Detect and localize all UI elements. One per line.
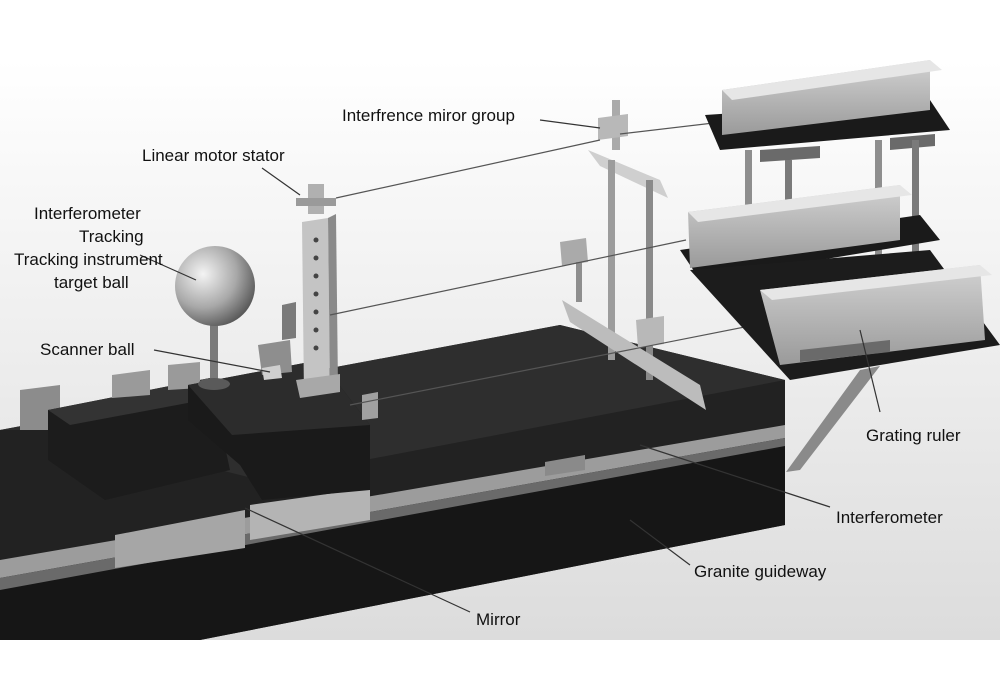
mirror-plate (115, 510, 245, 568)
interferometer-label: Interferometer (836, 508, 943, 527)
tracking-target-ball (175, 246, 255, 390)
mirror-plate-2 (250, 488, 370, 540)
mirror-label: Mirror (476, 610, 521, 629)
target-ball-label: target ball (54, 273, 129, 292)
interference-mirror-group-label: Interfrence miror group (342, 106, 515, 125)
scanner-ball-fixture (258, 340, 292, 380)
grating-ruler-stack (680, 60, 1000, 472)
granite-guideway-label: Granite guideway (694, 562, 827, 581)
leader-lines (139, 119, 881, 613)
carriage-blocks (20, 360, 370, 500)
grating-ruler-label: Grating ruler (866, 426, 961, 445)
tracking-instrument-label: Tracking instrument (14, 250, 163, 269)
linear-motor-stator-label: Linear motor stator (142, 146, 285, 165)
laser-beams (329, 121, 771, 406)
scanner-ball-label: Scanner ball (40, 340, 135, 359)
linear-motor-stator (282, 184, 378, 420)
interference-mirror-group (560, 100, 706, 410)
interferometer-top-label: Interferometer (34, 204, 141, 223)
tracking-label: Tracking (79, 227, 144, 246)
